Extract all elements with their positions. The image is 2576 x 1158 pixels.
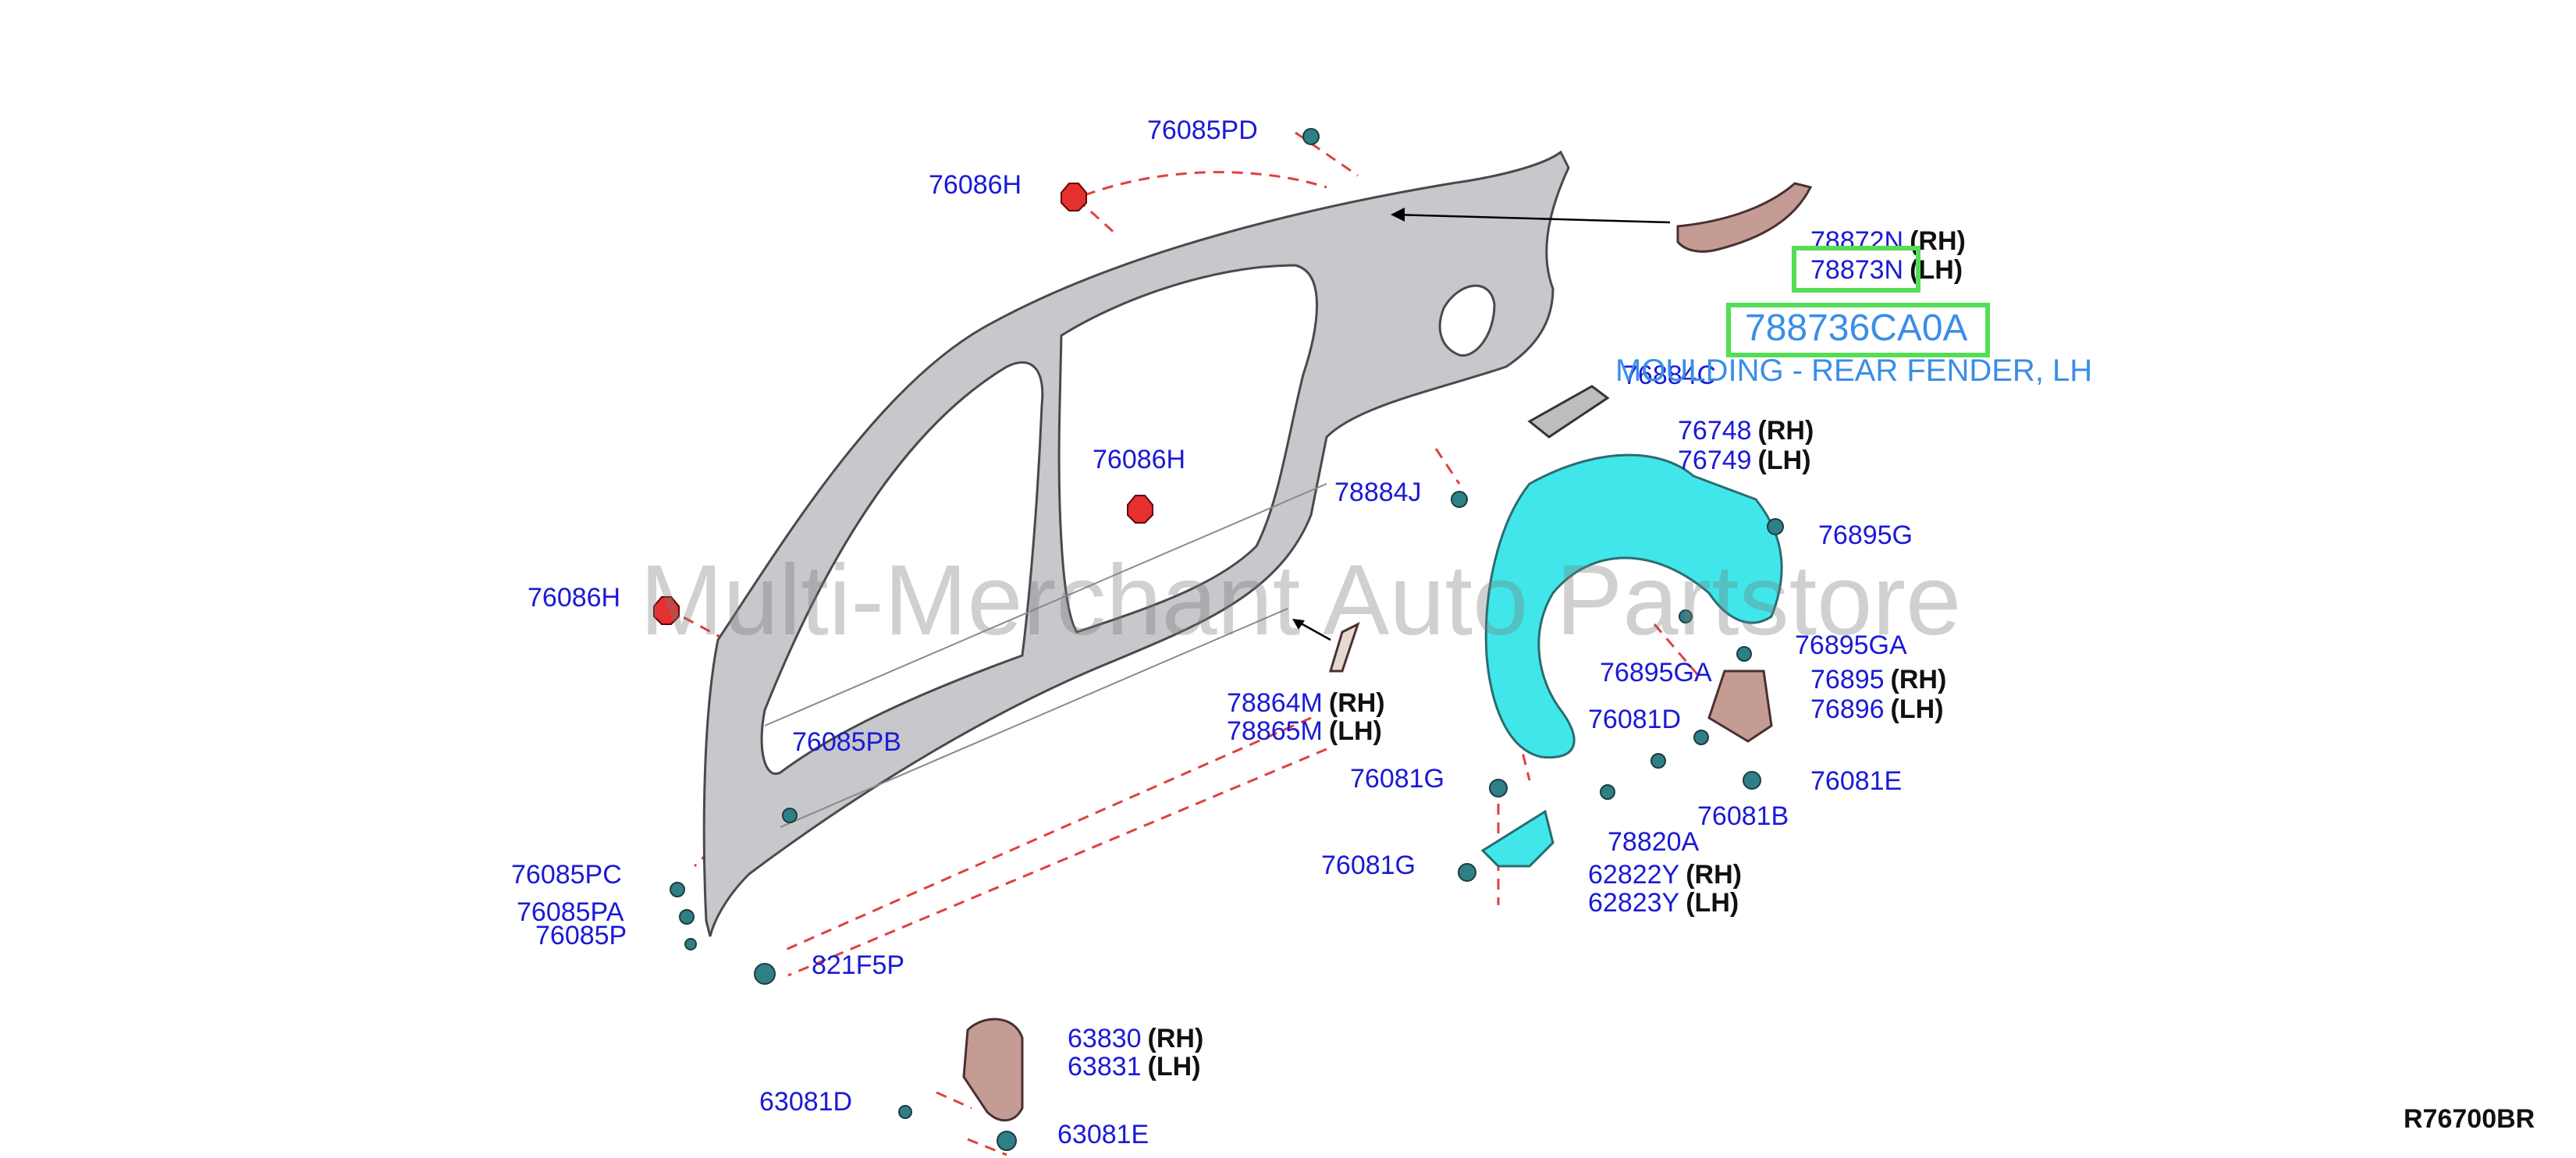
callout-63081e[interactable]: 63081E (1057, 1120, 1149, 1149)
callout-76081d[interactable]: 76081D (1588, 705, 1681, 734)
moulding-arrow-line (1392, 213, 1671, 224)
callout-pn: 78872N (1810, 226, 1904, 256)
sill-moulding-78864m (1328, 622, 1360, 673)
callout-76085pb[interactable]: 76085PB (792, 727, 901, 757)
callout-pn: 76749 (1678, 446, 1752, 475)
callout-pn: 76896 (1810, 694, 1885, 724)
plug-76086h-left (653, 596, 680, 625)
callout-63830[interactable]: 63830(RH) (1068, 1024, 1203, 1053)
watermark: Multi-Merchant Auto Partstore (640, 545, 1962, 656)
callout-63081d[interactable]: 63081D (759, 1087, 852, 1117)
callout-pn: 62822Y (1588, 860, 1680, 890)
callout-pn: 76081B (1697, 801, 1789, 831)
callout-pn: 76085PC (511, 860, 622, 890)
callout-pn: 63081D (759, 1087, 853, 1117)
callout-pn: 78884J (1334, 478, 1422, 507)
moulding-arrow-head (1391, 208, 1405, 222)
callout-76895ga-right[interactable]: 76895GA (1795, 631, 1907, 660)
callout-pn: 78864M (1227, 688, 1323, 718)
selected-part-number[interactable]: 788736CA0A (1745, 307, 1968, 349)
callout-76081g-top[interactable]: 76081G (1350, 764, 1444, 794)
callout-side: (LH) (1686, 888, 1739, 918)
callout-pn: 78820A (1608, 827, 1700, 857)
callout-pn: 76085PB (792, 727, 901, 757)
callout-pn: 76895G (1818, 520, 1913, 550)
callout-76895g[interactable]: 76895G (1818, 520, 1913, 550)
highlight-78873n (1792, 246, 1920, 293)
callout-pn: 63830 (1068, 1024, 1142, 1053)
callout-pn: 63831 (1068, 1052, 1142, 1082)
callout-side: (LH) (1757, 446, 1811, 475)
callout-78864m[interactable]: 78864M(RH) (1227, 688, 1385, 718)
callout-side: (RH) (1328, 688, 1385, 718)
callout-pn: 76081G (1350, 764, 1444, 794)
callout-pn: 63081E (1057, 1120, 1149, 1149)
callout-side: (RH) (1757, 416, 1814, 446)
callout-side: (RH) (1147, 1024, 1204, 1053)
callout-side: (RH) (1686, 860, 1742, 890)
callout-side: (LH) (1890, 694, 1944, 724)
callout-pn: 76081E (1810, 766, 1903, 796)
callout-821f5p[interactable]: 821F5P (812, 950, 904, 980)
callout-76085pd[interactable]: 76085PD (1147, 115, 1258, 145)
callout-76884c[interactable]: 76884C (1623, 361, 1716, 390)
selected-part-name: MOULDING - REAR FENDER, LH (1615, 353, 2093, 388)
callout-pn: 76086H (528, 583, 621, 613)
callout-62823y[interactable]: 62823Y(LH) (1588, 888, 1739, 918)
highlight-selected-part (1726, 303, 1990, 357)
callout-76085p[interactable]: 76085P (535, 921, 627, 950)
callout-pn: 76086H (929, 170, 1022, 200)
callout-76085pc[interactable]: 76085PC (511, 860, 622, 890)
callout-78884j[interactable]: 78884J (1334, 478, 1422, 507)
callout-pn: 78873N (1810, 255, 1904, 285)
callout-76895[interactable]: 76895(RH) (1810, 665, 1946, 694)
clip-76884c (1527, 385, 1610, 439)
callout-pn: 76895GA (1600, 658, 1712, 687)
callout-76086h-top[interactable]: 76086H (929, 170, 1022, 200)
callout-76896[interactable]: 76896(LH) (1810, 694, 1944, 724)
callout-76749[interactable]: 76749(LH) (1678, 446, 1811, 475)
sill-arrow-head (1292, 619, 1305, 630)
mud-guard-63830 (962, 1018, 1024, 1122)
callout-62822y[interactable]: 62822Y(RH) (1588, 860, 1742, 890)
callout-pn: 76086H (1093, 445, 1186, 474)
callout-pn: 821F5P (812, 950, 905, 980)
mud-guard-76895 (1707, 670, 1773, 743)
callout-pn: 78865M (1227, 716, 1323, 746)
callout-76086h-mid[interactable]: 76086H (1093, 445, 1185, 474)
callout-pn: 76884C (1623, 361, 1717, 390)
callout-pn: 76085PD (1147, 115, 1258, 145)
callout-76081g-bottom[interactable]: 76081G (1321, 851, 1416, 880)
wheelhouse-liner (1484, 453, 1783, 759)
callout-76085pa[interactable]: 76085PA (517, 897, 624, 927)
callout-pn: 76085PA (517, 897, 624, 927)
callout-pn: 76085P (535, 921, 627, 950)
plug-76086h-top (1061, 183, 1087, 211)
callout-76086h-left[interactable]: 76086H (528, 583, 620, 613)
callout-76748[interactable]: 76748(RH) (1678, 416, 1814, 446)
callout-pn: 76081G (1321, 851, 1416, 880)
callout-pn: 76895 (1810, 665, 1885, 694)
callout-76081e[interactable]: 76081E (1810, 766, 1902, 796)
callout-side: (LH) (1147, 1052, 1201, 1082)
bracket-62822y (1480, 809, 1554, 868)
plug-76086h-mid (1127, 495, 1153, 524)
callout-side: (RH) (1890, 665, 1947, 694)
callout-76895ga-left[interactable]: 76895GA (1600, 658, 1712, 687)
callout-78865m[interactable]: 78865M(LH) (1227, 716, 1382, 746)
callout-side: (LH) (1328, 716, 1382, 746)
callout-63831[interactable]: 63831(LH) (1068, 1052, 1201, 1082)
callout-78820a[interactable]: 78820A (1608, 827, 1699, 857)
fasteners (670, 128, 1784, 1151)
body-side-panel (702, 150, 1570, 937)
callout-pn: 76081D (1588, 705, 1682, 734)
diagram-reference: R76700BR (2404, 1104, 2535, 1134)
callout-pn: 76895GA (1795, 631, 1907, 660)
callout-76081b[interactable]: 76081B (1697, 801, 1789, 831)
rear-fender-moulding (1676, 182, 1813, 253)
callout-pn: 62823Y (1588, 888, 1680, 918)
callout-pn: 76748 (1678, 416, 1752, 446)
